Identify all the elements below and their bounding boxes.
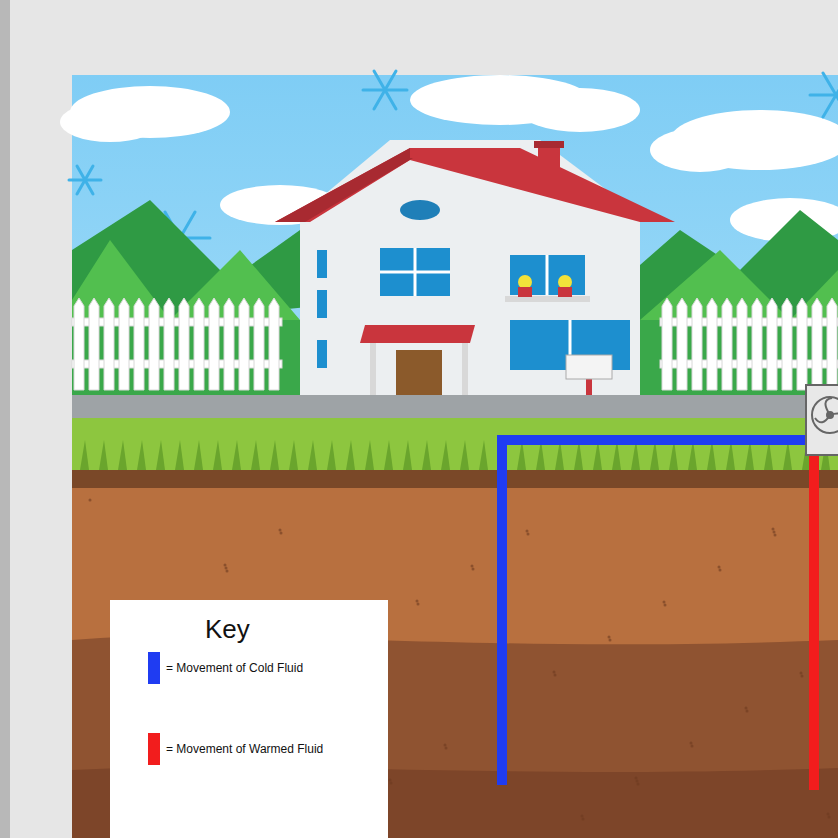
legend-text: = Movement of Warmed Fluid [166, 742, 323, 756]
legend-swatch [148, 652, 160, 684]
legend-title: Key [205, 614, 250, 645]
legend-row: = Movement of Warmed Fluid [148, 733, 323, 765]
legend-swatch [148, 733, 160, 765]
legend-text: = Movement of Cold Fluid [166, 661, 303, 675]
legend-box: Key = Movement of Cold Fluid = Movement of… [110, 600, 388, 838]
illustration [60, 71, 838, 838]
legend-row: = Movement of Cold Fluid [148, 652, 303, 684]
frame-strip [0, 0, 10, 838]
